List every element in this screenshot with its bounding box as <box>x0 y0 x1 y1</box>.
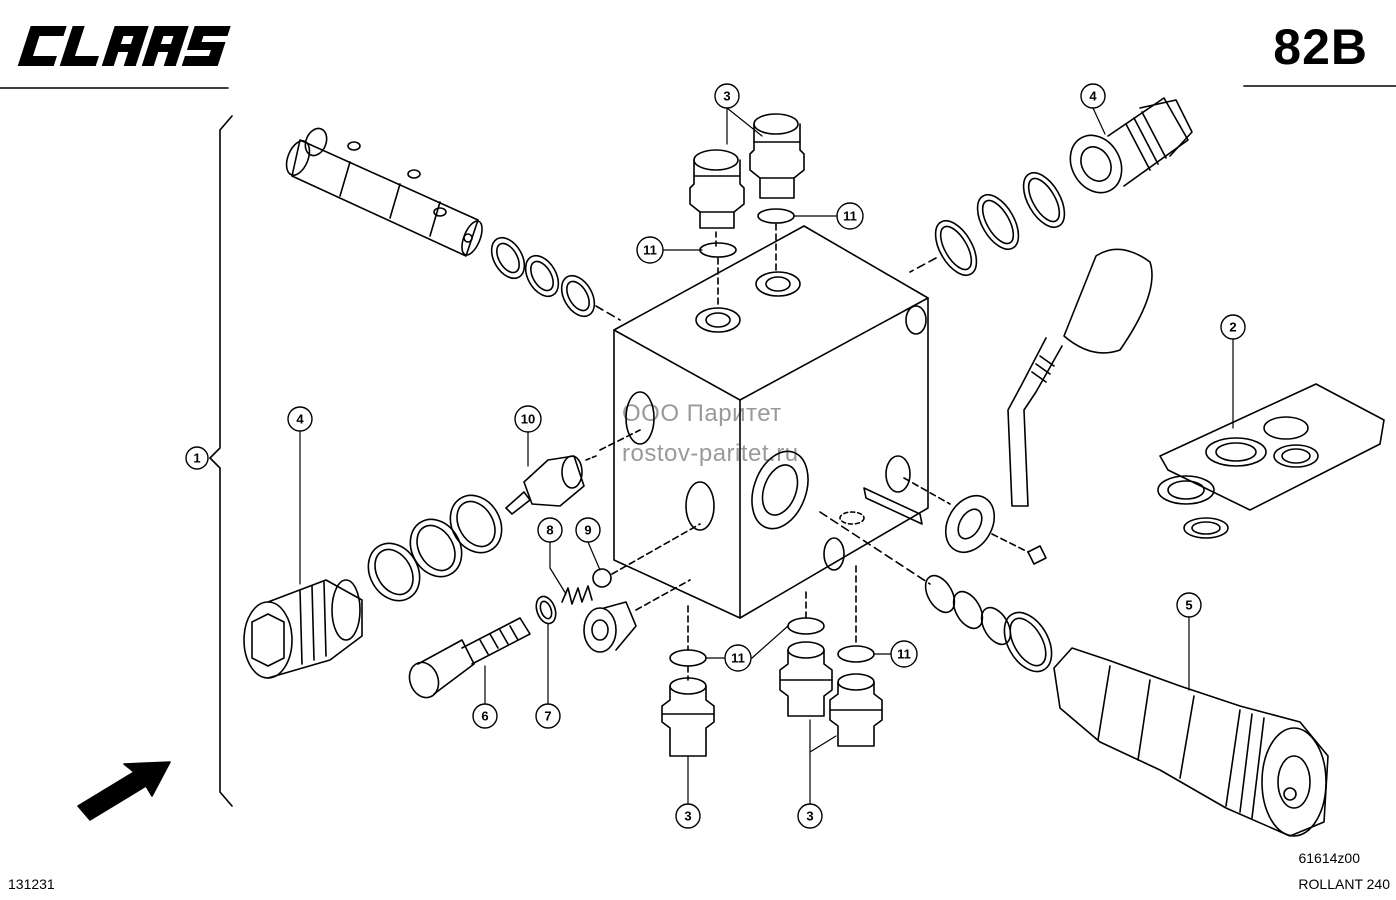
callout-2-label: 2 <box>1229 320 1236 335</box>
lever-handle <box>1007 248 1153 507</box>
fitting-top-left <box>689 149 745 251</box>
spring-8 <box>561 585 593 605</box>
callout-11-bottom-left-label: 11 <box>731 651 745 666</box>
callout-11-top-left-label: 11 <box>643 243 657 258</box>
socket-head-screw <box>408 617 531 699</box>
callout-1 <box>185 446 209 470</box>
callout-7-label: 7 <box>544 709 551 724</box>
callout-10 <box>514 405 542 433</box>
callout-3-bottom-right <box>797 803 823 829</box>
pin-and-washer <box>863 477 1047 565</box>
callout-11-bottom-left <box>724 644 752 672</box>
callout-7 <box>535 703 561 729</box>
callout-1-label: 1 <box>193 451 200 466</box>
screw-plug <box>583 579 691 653</box>
frame-lines <box>0 85 1396 89</box>
spool-valve <box>285 127 483 257</box>
washer-7 <box>535 595 557 625</box>
watermark-url: rostov-paritet.ru <box>622 440 799 467</box>
callout-11-bottom-right-label: 11 <box>897 647 911 662</box>
callout-5 <box>1176 592 1202 618</box>
watermark-company: ООО Паритет <box>622 400 782 427</box>
fitting-bottom-left <box>661 677 715 757</box>
callout-8-label: 8 <box>546 523 553 538</box>
callout-3-top <box>714 83 740 109</box>
model-name: ROLLANT 240 <box>1298 876 1390 892</box>
o-rings-upper-right <box>909 172 1066 276</box>
fitting-bottom-mid <box>779 641 833 717</box>
fitting-bottom-right <box>829 673 883 747</box>
assembly-bracket <box>209 115 233 807</box>
pressure-adjuster <box>1053 647 1329 837</box>
cartridge-valve-left <box>243 579 363 679</box>
seal-kit <box>1157 383 1385 539</box>
callout-4-top <box>1080 83 1106 109</box>
callout-6-label: 6 <box>481 709 488 724</box>
plunger <box>505 429 641 515</box>
direction-arrow <box>77 761 171 821</box>
callout-11-top-left <box>636 236 664 264</box>
cartridge-valve-top-right <box>1069 97 1193 194</box>
callout-9 <box>575 517 601 543</box>
callout-8 <box>537 517 563 543</box>
callout-6 <box>472 703 498 729</box>
callout-11-top-right-label: 11 <box>843 209 857 224</box>
ball-9 <box>592 568 612 588</box>
callout-4-left <box>287 406 313 432</box>
callout-5-label: 5 <box>1185 598 1192 613</box>
callout-4-left-label: 4 <box>296 412 304 427</box>
callout-10-label: 10 <box>521 412 535 427</box>
callout-leaders <box>299 107 1234 805</box>
doc-number: 131231 <box>8 876 55 892</box>
callout-3-top-label: 3 <box>723 89 730 104</box>
claas-logo <box>17 26 231 66</box>
o-rings-lower-right <box>819 511 1053 673</box>
valve-block <box>613 225 929 619</box>
o-rings-upper-left <box>490 236 621 321</box>
callout-11-bottom-right <box>890 640 918 668</box>
callout-3-bottom-right-label: 3 <box>806 809 813 824</box>
o-rings-left <box>367 494 503 602</box>
callout-3-bottom-left-label: 3 <box>684 809 691 824</box>
fitting-top-right <box>749 113 805 199</box>
callout-4-top-label: 4 <box>1089 89 1097 104</box>
o-rings-bottom <box>669 565 875 681</box>
callout-3-bottom-left <box>675 803 701 829</box>
callout-11-top-right <box>836 202 864 230</box>
callout-9-label: 9 <box>584 523 591 538</box>
callout-2 <box>1220 314 1246 340</box>
page-code: 82B <box>1273 19 1368 75</box>
drawing-code: 61614z00 <box>1298 850 1360 866</box>
